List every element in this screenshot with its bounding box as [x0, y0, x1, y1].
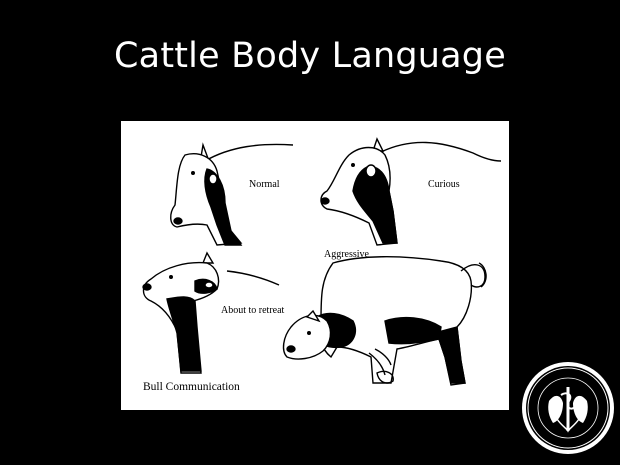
aggressive-bull: [284, 257, 487, 385]
slide-title: Cattle Body Language: [0, 36, 620, 76]
wisconsin-large-animal-logo: [519, 357, 617, 459]
logo-seal-icon: [519, 357, 617, 459]
label-aggressive: Aggressive: [324, 249, 369, 260]
cattle-drawings: [121, 121, 509, 410]
label-about-to-retreat: About to retreat: [221, 305, 284, 316]
normal-cow-head: [171, 144, 293, 245]
curious-cow-head: [321, 139, 501, 245]
cattle-illustration: Normal Curious Aggressive About to retre…: [121, 121, 509, 410]
label-curious: Curious: [428, 179, 460, 190]
label-normal: Normal: [249, 179, 280, 190]
figure-caption: Bull Communication: [143, 381, 240, 393]
